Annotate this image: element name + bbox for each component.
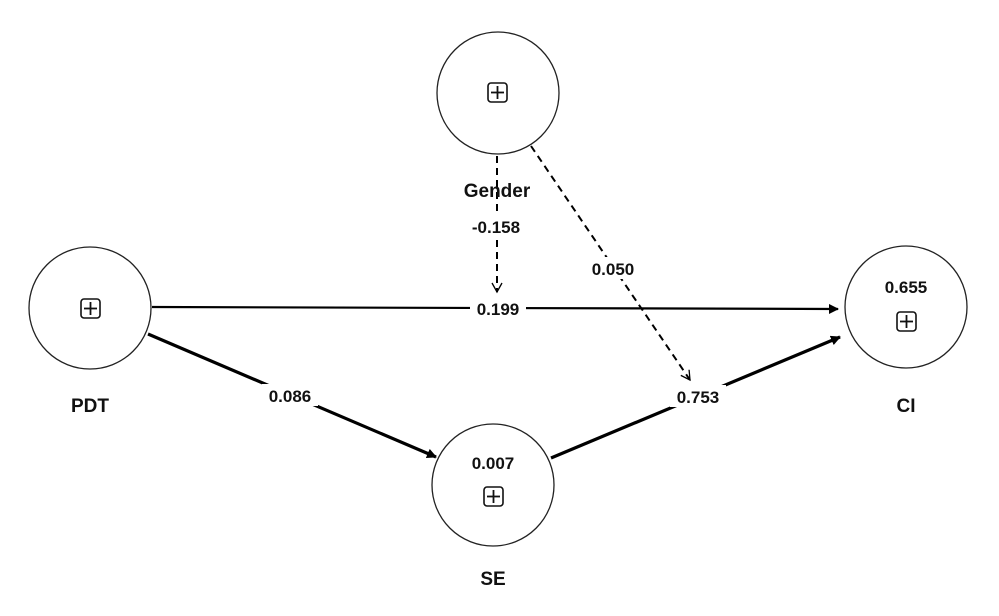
node-gender[interactable] bbox=[436, 31, 560, 155]
plus-square-icon[interactable] bbox=[896, 311, 917, 332]
node-ci[interactable]: 0.655 bbox=[844, 245, 968, 369]
node-label-pdt: PDT bbox=[71, 396, 109, 417]
node-r2-se: 0.007 bbox=[472, 454, 515, 473]
node-r2-ci: 0.655 bbox=[885, 278, 928, 297]
edge-label-pdt-se: 0.086 bbox=[269, 387, 312, 406]
node-se[interactable]: 0.007 bbox=[431, 423, 555, 547]
node-label-se: SE bbox=[480, 569, 505, 590]
edge-label-gender-moderation-pdt-ci: -0.158 bbox=[472, 218, 520, 237]
edge-label-gender-moderation-se-ci: 0.050 bbox=[592, 260, 635, 279]
plus-square-icon[interactable] bbox=[487, 82, 508, 103]
edge-label-se-ci: 0.753 bbox=[677, 388, 720, 407]
node-label-ci: CI bbox=[897, 396, 916, 417]
edge-label-pdt-ci: 0.199 bbox=[477, 300, 520, 319]
node-label-gender: Gender bbox=[464, 181, 531, 202]
node-pdt[interactable] bbox=[28, 246, 152, 370]
plus-square-icon[interactable] bbox=[483, 486, 504, 507]
plus-square-icon[interactable] bbox=[80, 298, 101, 319]
